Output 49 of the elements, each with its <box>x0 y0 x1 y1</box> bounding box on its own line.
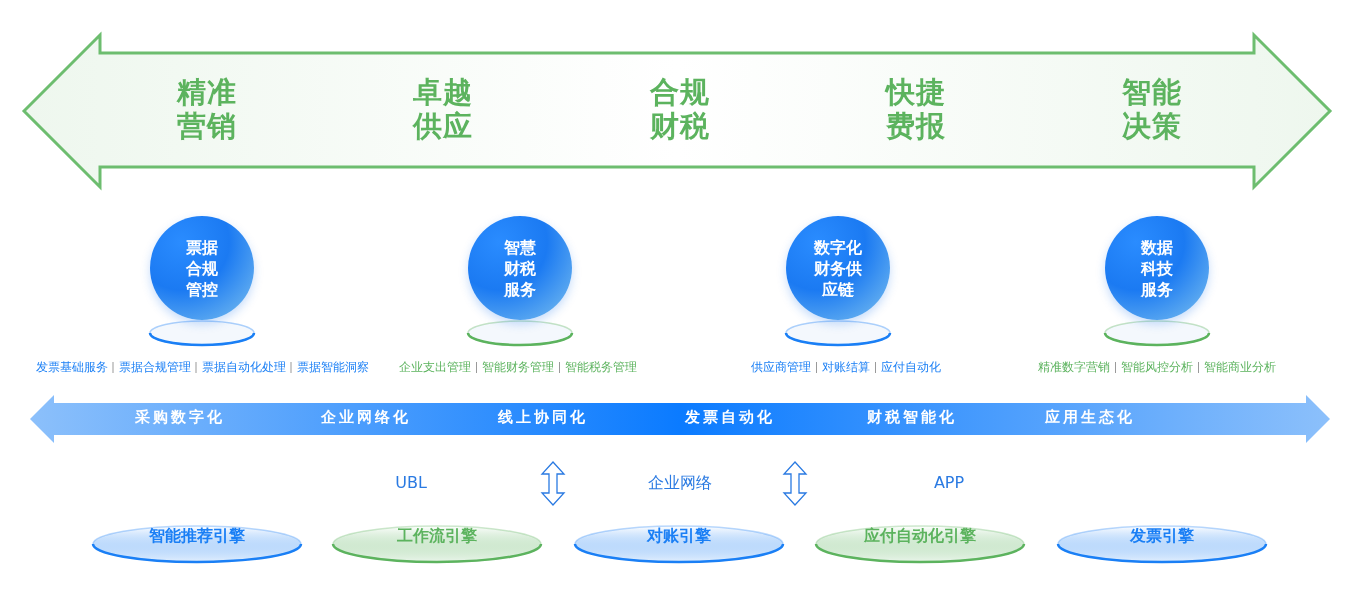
engine-ellipse <box>92 522 302 566</box>
service-item: 企业支出管理 <box>399 360 471 375</box>
band-label: 发票自动化 <box>685 408 775 427</box>
engine-label: 发票引擎 <box>1129 526 1195 547</box>
engine-ellipse <box>332 522 542 566</box>
band-label: 财税智能化 <box>867 408 957 427</box>
banner-title: 精准营销 <box>176 75 238 143</box>
circle-title: 智慧财税服务 <box>503 236 537 300</box>
band-label: 线上协同化 <box>498 408 588 427</box>
banner-title: 快捷费报 <box>885 75 947 143</box>
band-label: 企业网络化 <box>321 408 411 427</box>
tech-label: 企业网络 <box>648 473 712 494</box>
service-item: 智能财务管理 <box>482 360 554 375</box>
double-arrow-band <box>30 395 1330 443</box>
banner-title: 卓越供应 <box>412 75 474 143</box>
service-item: 智能商业分析 <box>1204 360 1276 375</box>
banner-title: 智能决策 <box>1121 75 1183 143</box>
service-circle <box>150 216 254 320</box>
band-label: 采购数字化 <box>135 408 225 427</box>
service-circle <box>468 216 572 320</box>
service-item: 供应商管理 <box>751 360 811 375</box>
engine-label: 工作流引擎 <box>396 526 478 547</box>
tech-label: APP <box>933 473 965 492</box>
service-item: 票据自动化处理 <box>201 360 286 375</box>
service-item: 精准数字营销 <box>1038 360 1110 375</box>
band-label: 应用生态化 <box>1045 408 1135 427</box>
double-arrow <box>782 461 808 506</box>
engine-label: 对账引擎 <box>645 526 712 547</box>
circle-title: 数据科技服务 <box>1140 236 1174 300</box>
service-item: 票据合规管理 <box>118 360 191 375</box>
service-item: 应付自动化 <box>881 360 941 375</box>
service-circle <box>786 216 890 320</box>
circle-title: 票据合规管控 <box>185 236 219 300</box>
double-arrow <box>540 461 566 506</box>
engine-ellipse <box>815 522 1025 566</box>
double-arrow-banner <box>22 33 1332 189</box>
engine-label: 应付自动化引擎 <box>863 526 977 547</box>
service-circle <box>1105 216 1209 320</box>
service-item: 票据智能洞察 <box>296 360 369 375</box>
service-item: 智能税务管理 <box>565 360 637 375</box>
service-item: 发票基础服务 <box>35 360 108 375</box>
engine-ellipse <box>574 522 784 566</box>
banner-title: 合规财税 <box>649 75 711 143</box>
circle-title: 数字化财务供应链 <box>813 236 863 300</box>
engine-ellipse <box>1057 522 1267 566</box>
tech-label: UBL <box>395 473 427 492</box>
service-item: 智能风控分析 <box>1121 360 1193 375</box>
engine-label: 智能推荐引擎 <box>148 526 246 547</box>
service-item: 对账结算 <box>822 360 870 375</box>
